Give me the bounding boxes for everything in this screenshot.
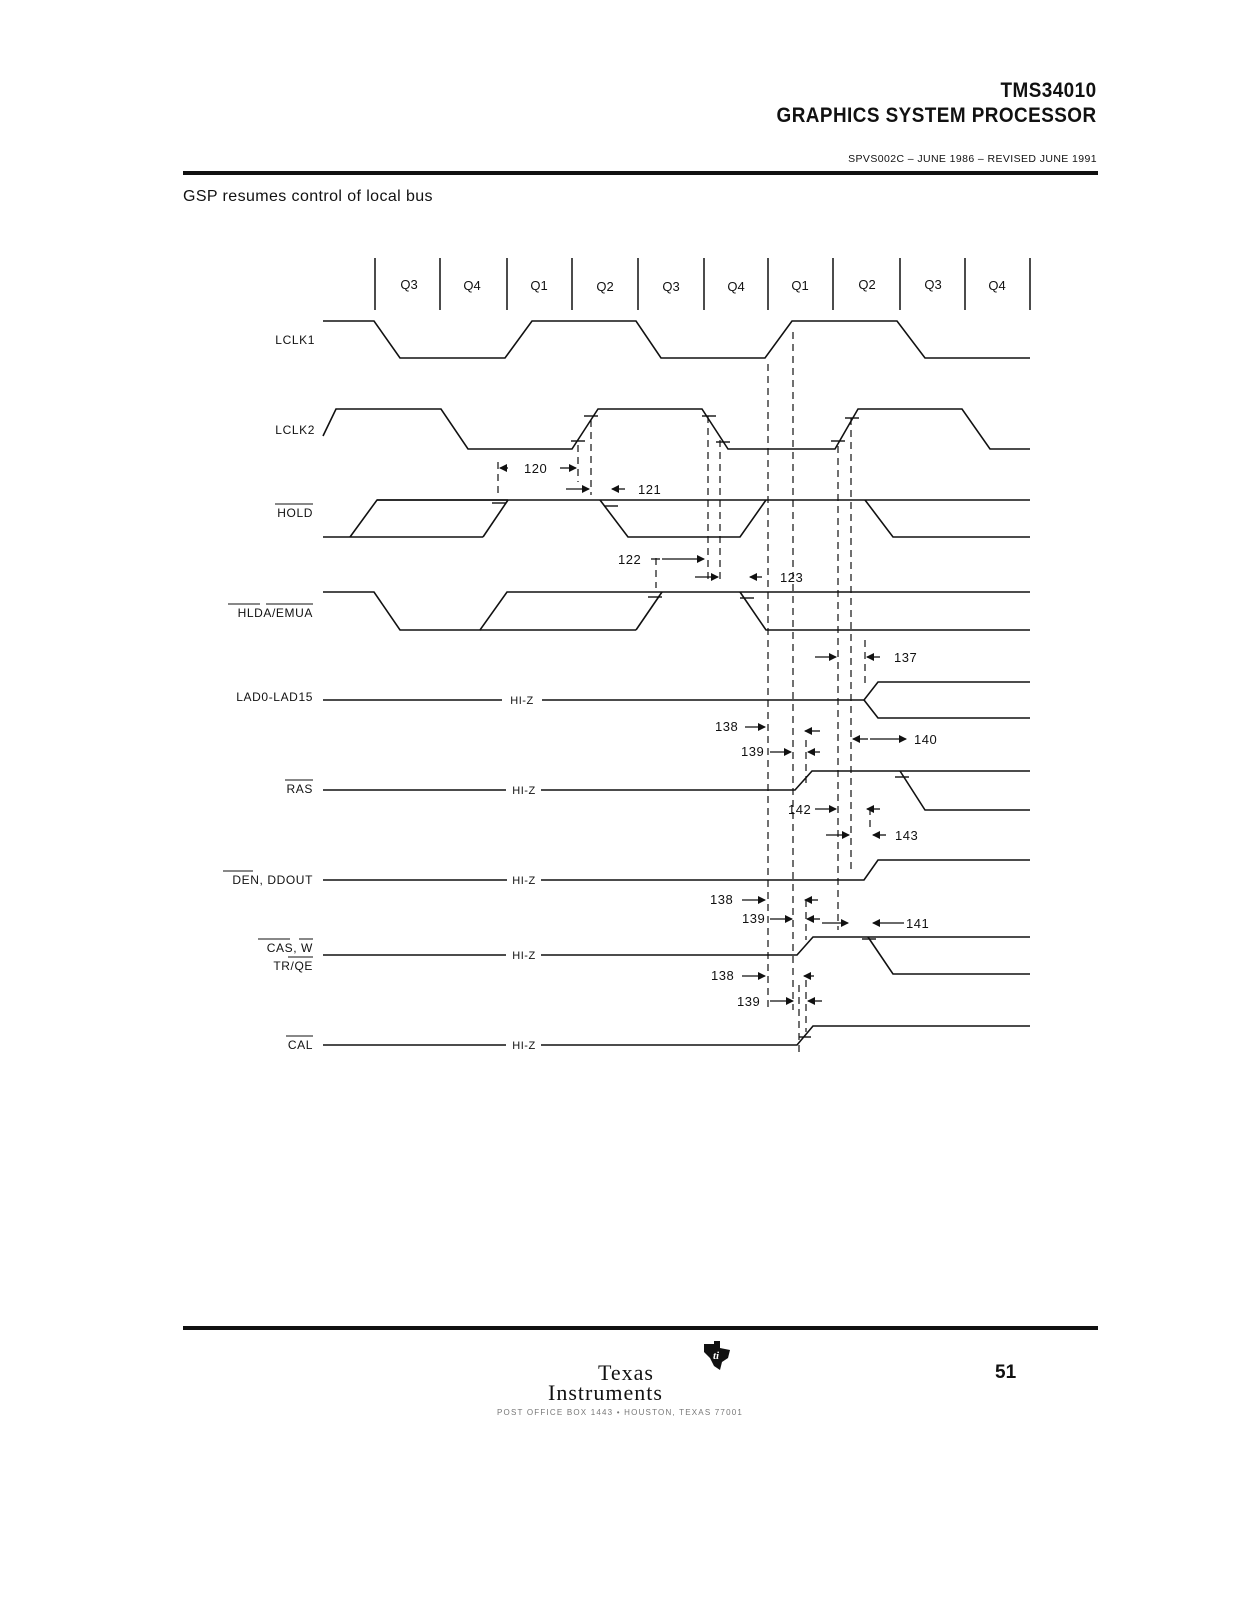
waveform-hold-fall2 [864,499,1030,538]
signal-label-lclk2: LCLK2 [275,423,315,437]
signal-label-cal: CAL [288,1038,313,1052]
title-product-name: GRAPHICS SYSTEM PROCESSOR [776,104,1097,127]
diagram-caption: GSP resumes control of local bus [183,188,433,205]
timing-label-143: 143 [895,828,918,843]
hiz-label-ras: HI-Z [512,785,535,797]
signal-label-lad: LAD0-LAD15 [236,690,313,704]
signal-label-lclk1: LCLK1 [275,333,315,347]
quarter-label: Q3 [924,277,941,292]
waveform-hold-rise [482,499,509,538]
waveform-lad-c [863,699,1030,719]
quarter-label: Q2 [858,277,875,292]
waveform-ras-b [541,770,1030,791]
hiz-label-cas: HI-Z [512,950,535,962]
waveform-hold-low [349,499,508,538]
quarter-separators [374,258,1031,310]
timing-diagram: Q3 Q4 Q1 Q2 Q3 Q4 Q1 Q2 Q3 Q4 LCLK1 LCLK… [223,258,1031,1052]
title-part-number: TMS34010 [1000,79,1097,102]
waveform-hlda-rise [635,591,663,631]
quarter-label: Q1 [791,278,808,293]
timing-label-142: 142 [788,802,811,817]
signal-label-hold: HOLD [277,506,313,520]
timing-label-120: 120 [524,461,547,476]
ti-state-icon: ti [704,1341,730,1370]
timing-label-123: 123 [780,570,803,585]
waveform-lad-b [542,681,1030,701]
signal-label-den-ddout: DEN, DDOUT [232,873,313,887]
waveform-cas-c [867,936,1030,975]
quarter-label: Q4 [988,278,1005,293]
quarter-label: Q1 [530,278,547,293]
timing-label-141: 141 [906,916,929,931]
signal-label-cas-w: CAS, W [267,941,313,955]
waveform-ras-c [899,770,1030,811]
timing-label-122: 122 [618,552,641,567]
timing-label-139: 139 [741,744,764,759]
signal-label-ras: RAS [287,782,313,796]
footer-rule [183,1326,1098,1330]
waveform-den-b [541,859,1030,881]
page-number: 51 [995,1362,1017,1383]
overbars [223,503,313,1037]
timing-label-139: 139 [737,994,760,1009]
quarter-label: Q4 [727,279,744,294]
waveform-cas-b [541,936,1030,956]
texas-instruments-logo: Texas Instruments ti [540,1340,780,1405]
waveform-cal-b [541,1025,1030,1046]
header-rule [183,171,1098,175]
quarter-label: Q3 [400,277,417,292]
signal-label-hlda-emua: HLDA/EMUA [238,606,313,620]
svg-text:ti: ti [713,1350,720,1362]
timing-label-138: 138 [715,719,738,734]
hiz-label-cal: HI-Z [512,1040,535,1052]
quarter-label: Q4 [463,278,480,293]
timing-label-138: 138 [710,892,733,907]
quarter-label: Q2 [596,279,613,294]
document-reference: SPVS002C – JUNE 1986 – REVISED JUNE 1991 [848,153,1097,165]
timing-label-121: 121 [638,482,661,497]
logo-text-line2: Instruments [548,1380,663,1405]
footer-address: POST OFFICE BOX 1443 • HOUSTON, TEXAS 77… [497,1408,744,1417]
timing-label-138: 138 [711,968,734,983]
timing-label-139: 139 [742,911,765,926]
waveform-hlda-fall [739,591,1030,631]
waveform-hlda [323,591,1030,631]
signal-label-tr-oe: TR/QE [273,959,313,973]
quarter-label: Q3 [662,279,679,294]
waveform-lclk1 [323,320,1030,359]
timing-label-137: 137 [894,650,917,665]
logo-text-line1: Texas [598,1360,654,1385]
hiz-label-den: HI-Z [512,875,535,887]
waveform-lclk2 [322,408,1030,450]
document-title: TMS34010 GRAPHICS SYSTEM PROCESSOR [777,78,1097,128]
timing-label-140: 140 [914,732,937,747]
waveform-hold-fall [599,499,767,538]
hiz-label-lad: HI-Z [510,695,533,707]
